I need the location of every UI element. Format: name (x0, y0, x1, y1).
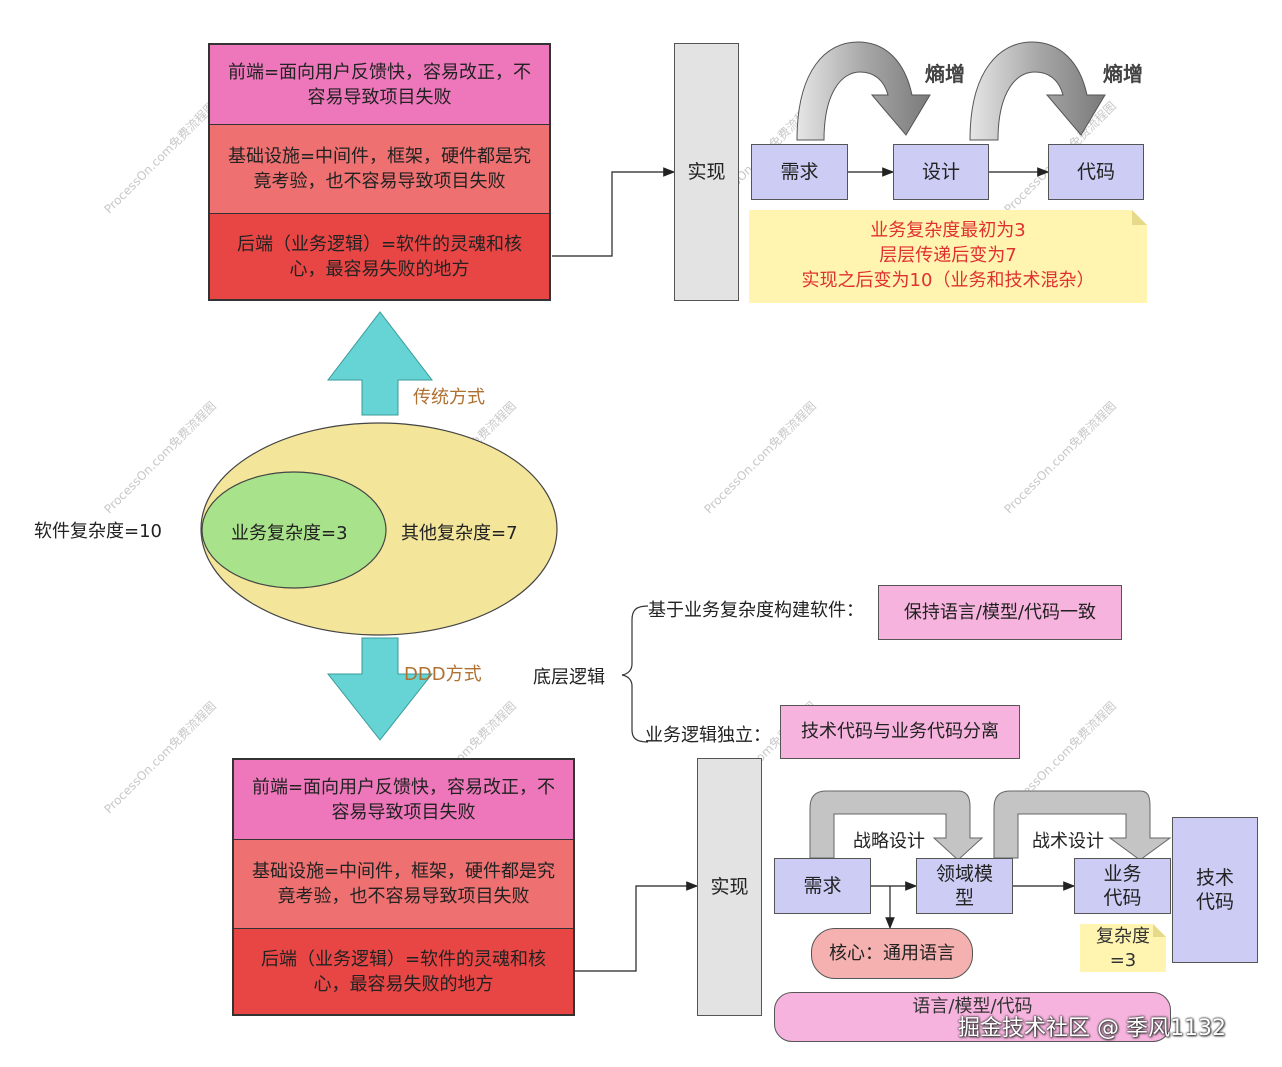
ddd-label: DDD方式 (404, 664, 482, 685)
logic-item1-box: 保持语言/模型/代码一致 (878, 585, 1122, 640)
entropy-label: 熵增 (925, 62, 965, 86)
software-complexity-label: 软件复杂度=10 (34, 521, 162, 542)
other-complexity-label: 其他复杂度=7 (401, 523, 518, 544)
infrastructure-layer: 基础设施=中间件，框架，硬件都是究竟考验，也不容易导致项目失败 (234, 840, 573, 929)
design-box: 设计 (893, 144, 989, 200)
code-box: 代码 (1048, 144, 1144, 200)
frontend-layer: 前端=面向用户反馈快，容易改正，不容易导致项目失败 (234, 760, 573, 840)
complexity-note-fold (1153, 924, 1166, 937)
logic-item2-label: 业务逻辑独立： (645, 725, 771, 746)
complexity-note: 复杂度=3 (1096, 926, 1150, 971)
strategic-bend-arrow (809, 790, 984, 861)
implementation-bar: 实现 (674, 43, 739, 301)
tactical-bend-arrow (993, 790, 1172, 861)
tech-code-box: 技术代码 (1172, 817, 1258, 963)
ddd-requirement-box: 需求 (774, 858, 871, 914)
ddd-layer-stack: 前端=面向用户反馈快，容易改正，不容易导致项目失败 基础设施=中间件，框架，硬件… (232, 758, 575, 1016)
business-code-box: 业务代码 (1074, 858, 1171, 914)
language-model-code-bar: 语言/模型/代码 (774, 992, 1171, 1042)
entropy-curve-arrow (796, 41, 931, 141)
language-model-code-label: 语言/模型/代码 (912, 996, 1033, 1017)
domain-model-box: 领域模型 (916, 858, 1013, 914)
note-line: 业务复杂度最初为3 (870, 220, 1026, 241)
top-connector (552, 167, 676, 257)
logic-title: 底层逻辑 (533, 667, 605, 688)
logic-item1-label: 基于业务复杂度构建软件： (648, 600, 864, 621)
backend-layer: 后端（业务逻辑）=软件的灵魂和核心，最容易失败的地方 (210, 214, 549, 299)
traditional-label: 传统方式 (413, 387, 485, 408)
ddd-arrow (326, 637, 434, 741)
bottom-connector (575, 881, 699, 972)
entropy-curve-arrow (969, 41, 1106, 141)
tactical-design-label: 战术设计 (1032, 831, 1104, 852)
infrastructure-layer: 基础设施=中间件，框架，硬件都是究竟考验，也不容易导致项目失败 (210, 125, 549, 214)
implementation-bar: 实现 (697, 758, 762, 1016)
strategic-design-label: 战略设计 (853, 831, 925, 852)
entropy-label: 熵增 (1103, 62, 1143, 86)
footer-credit: 掘金技术社区 @ 季风1132 (958, 1016, 1226, 1041)
note-line: 层层传递后变为7 (879, 245, 1017, 266)
top-note: 业务复杂度最初为3 层层传递后变为7 实现之后变为10（业务和技术混杂） (749, 218, 1147, 293)
traditional-layer-stack: 前端=面向用户反馈快，容易改正，不容易导致项目失败 基础设施=中间件，框架，硬件… (208, 43, 551, 301)
traditional-arrow (326, 311, 434, 416)
business-complexity-ellipse (201, 471, 387, 589)
top-note-shape (749, 210, 1147, 303)
note-line: 实现之后变为10（业务和技术混杂） (801, 270, 1095, 291)
complexity-note-shape (1080, 924, 1166, 972)
requirement-box: 需求 (751, 144, 848, 200)
backend-layer: 后端（业务逻辑）=软件的灵魂和核心，最容易失败的地方 (234, 929, 573, 1014)
top-note-fold (1132, 210, 1147, 225)
logic-item2-box: 技术代码与业务代码分离 (780, 705, 1020, 759)
ubiquitous-language-box: 核心：通用语言 (811, 928, 973, 979)
business-complexity-label: 业务复杂度=3 (231, 523, 348, 544)
logic-brace (621, 605, 649, 743)
frontend-layer: 前端=面向用户反馈快，容易改正，不容易导致项目失败 (210, 45, 549, 125)
